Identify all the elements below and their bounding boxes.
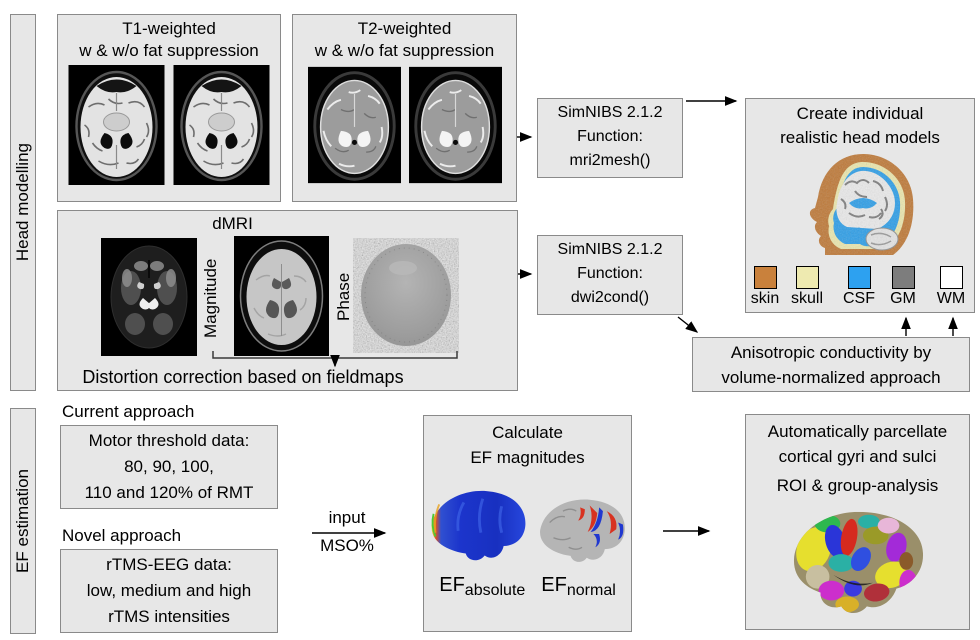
csf-legend-label: CSF xyxy=(843,290,875,307)
head-model-image xyxy=(809,154,914,255)
gm-color-swatch xyxy=(891,266,915,289)
motor-threshold-box: Motor threshold data: 80, 90, 100, 110 a… xyxy=(60,425,278,509)
rtms-line3: rTMS intensities xyxy=(108,607,230,626)
dmri-box: dMRI Magnitude Phase Distortion correcti… xyxy=(57,210,518,391)
magnitude-label: Magnitude xyxy=(201,258,220,338)
input-arrow-top-label: input xyxy=(328,508,366,527)
arrow-dwi2cond-to-aniso xyxy=(677,316,699,333)
t2-weighted-box: T2-weighted w & w/o fat suppression xyxy=(292,14,517,202)
parcellated-brain-image xyxy=(793,511,923,613)
motor-line2: 80, 90, 100, xyxy=(124,457,214,476)
parcel-line1: Automatically parcellate xyxy=(767,422,948,441)
section-bar-head-modelling: Head modelling xyxy=(10,14,36,391)
create-title-line2: realistic head models xyxy=(780,128,940,147)
mri2mesh-line2: Function: xyxy=(577,128,643,145)
rtms-line1: rTMS-EEG data: xyxy=(106,555,232,574)
legend-item-skin: skin xyxy=(741,266,789,308)
mri2mesh-line3: mri2mesh() xyxy=(569,152,651,169)
calc-title-line1: Calculate xyxy=(492,423,563,442)
novel-approach-label: Novel approach xyxy=(62,526,182,545)
skull-legend-label: skull xyxy=(790,290,823,307)
simnibs-dwi2cond-box: SimNIBS 2.1.2 Function: dwi2cond() xyxy=(537,235,683,315)
ef-absolute-label: EFabsolute xyxy=(439,574,526,599)
ef-normal-brain-image xyxy=(539,499,625,562)
wm-legend-label: WM xyxy=(936,290,966,307)
magnitude-fieldmap-image xyxy=(234,236,329,356)
legend-item-gm: GM xyxy=(879,266,927,308)
parcellation-box: Automatically parcellate cortical gyri a… xyxy=(745,414,970,630)
dmri-title: dMRI xyxy=(212,214,253,233)
distortion-caption: Distortion correction based on fieldmaps xyxy=(82,367,404,387)
t1-title-line1: T1-weighted xyxy=(122,19,216,38)
section-bar-ef-estimation: EF estimation xyxy=(10,408,36,634)
parcel-line2: cortical gyri and sulci xyxy=(778,447,937,466)
csf-color-swatch xyxy=(847,266,871,289)
aniso-line1: Anisotropic conductivity by xyxy=(730,343,932,362)
legend-item-csf: CSF xyxy=(835,266,883,308)
input-arrow-bottom-label: MSO% xyxy=(320,536,374,555)
create-title-line1: Create individual xyxy=(796,104,924,123)
simnibs-mri2mesh-box: SimNIBS 2.1.2 Function: mri2mesh() xyxy=(537,98,683,178)
phase-fieldmap-image xyxy=(353,238,459,353)
t1-mri-image-2 xyxy=(173,65,270,185)
legend-item-skull: skull xyxy=(783,266,831,308)
dwi2cond-line2: Function: xyxy=(577,265,643,282)
t1-mri-image-1 xyxy=(68,65,165,185)
anisotropic-conductivity-box: Anisotropic conductivity by volume-norma… xyxy=(692,337,970,392)
ef-normal-label: EFnormal xyxy=(541,574,616,599)
dwi-mri-image xyxy=(101,238,197,356)
phase-label: Phase xyxy=(334,272,353,322)
skull-color-swatch xyxy=(795,266,819,289)
t2-mri-image-1 xyxy=(307,65,401,185)
dwi2cond-line1: SimNIBS 2.1.2 xyxy=(557,241,663,258)
dwi2cond-line3: dwi2cond() xyxy=(570,289,650,306)
aniso-line2: volume-normalized approach xyxy=(721,368,941,387)
mri2mesh-line1: SimNIBS 2.1.2 xyxy=(557,104,663,121)
t1-title-line2: w & w/o fat suppression xyxy=(79,41,259,60)
create-head-models-box: Create individual realistic head models xyxy=(745,98,975,313)
tissue-legend: skin skull CSF GM WM xyxy=(746,266,974,311)
ef-absolute-brain-image xyxy=(431,490,525,561)
motor-line3: 110 and 120% of RMT xyxy=(84,483,254,502)
head-modelling-label: Head modelling xyxy=(13,143,32,262)
t2-mri-image-2 xyxy=(408,65,502,185)
gm-legend-label: GM xyxy=(890,290,916,307)
t2-title-line2: w & w/o fat suppression xyxy=(314,41,495,60)
parcel-line3: ROI & group-analysis xyxy=(776,476,939,495)
legend-item-wm: WM xyxy=(927,266,975,308)
ef-estimation-label: EF estimation xyxy=(13,469,32,573)
rtms-line2: low, medium and high xyxy=(86,581,252,600)
t1-weighted-box: T1-weighted w & w/o fat suppression xyxy=(57,14,281,202)
motor-line1: Motor threshold data: xyxy=(88,431,250,450)
t2-title-line1: T2-weighted xyxy=(357,19,452,38)
wm-color-swatch xyxy=(939,266,963,289)
skin-color-swatch xyxy=(753,266,777,289)
calc-title-line2: EF magnitudes xyxy=(470,448,585,467)
current-approach-label: Current approach xyxy=(62,402,195,421)
skin-legend-label: skin xyxy=(750,290,780,307)
rtms-eeg-box: rTMS-EEG data: low, medium and high rTMS… xyxy=(60,549,278,633)
calculate-ef-box: Calculate EF magnitudes xyxy=(423,415,632,632)
